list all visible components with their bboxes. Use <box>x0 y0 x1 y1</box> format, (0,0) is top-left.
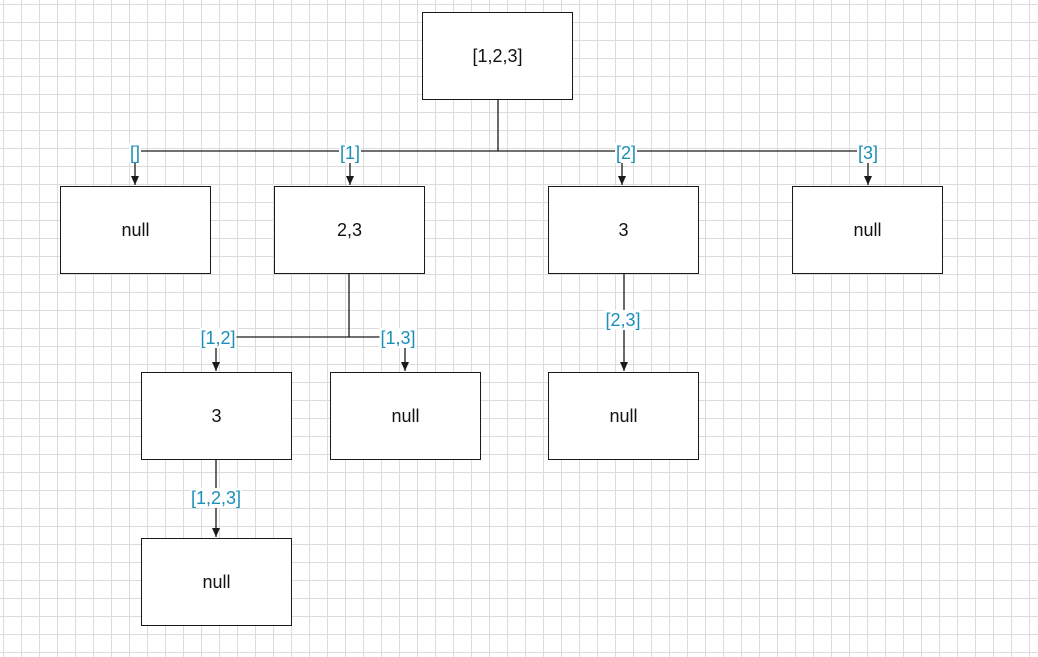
node-3-low[interactable]: 3 <box>141 372 292 460</box>
edge-label-empty: [] <box>128 143 142 163</box>
edge-label-1-2: [1,2] <box>199 328 237 348</box>
edge-label-3: [3] <box>856 143 880 163</box>
node-2-3[interactable]: 2,3 <box>274 186 425 274</box>
node-null-d[interactable]: null <box>548 372 699 460</box>
node-3-mid[interactable]: 3 <box>548 186 699 274</box>
node-null-e[interactable]: null <box>141 538 292 626</box>
edge-label-2-3: [2,3] <box>604 310 642 330</box>
node-null-b[interactable]: null <box>792 186 943 274</box>
edge-label-1-3: [1,3] <box>379 328 417 348</box>
edge-label-2: [2] <box>614 143 638 163</box>
node-null-a[interactable]: null <box>60 186 211 274</box>
node-root[interactable]: [1,2,3] <box>422 12 573 100</box>
node-null-c[interactable]: null <box>330 372 481 460</box>
edge-label-1: [1] <box>338 143 362 163</box>
edge-label-1-2-3: [1,2,3] <box>189 488 243 508</box>
